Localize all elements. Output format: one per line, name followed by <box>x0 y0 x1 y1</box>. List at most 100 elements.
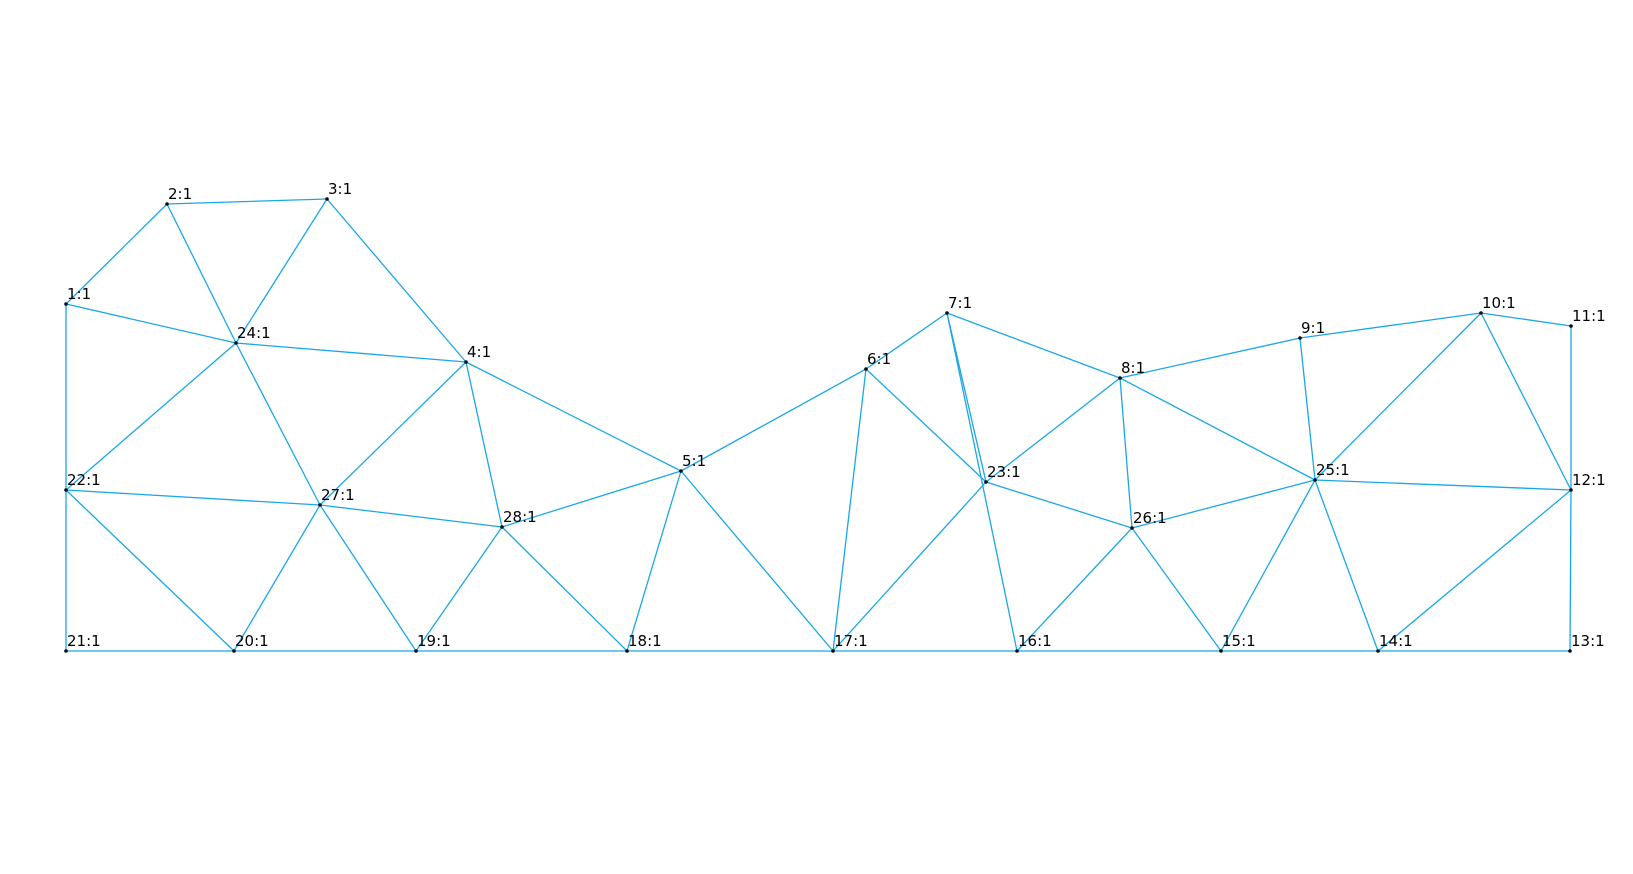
edge-27-20 <box>233 504 321 652</box>
edge-9-25 <box>1299 337 1316 481</box>
node-17 <box>831 649 835 653</box>
edge-8-25 <box>1119 377 1316 481</box>
edge-28-18 <box>501 526 628 652</box>
edge-8-26 <box>1119 377 1133 529</box>
node-label-7: 7:1 <box>948 294 972 312</box>
node-11 <box>1569 324 1573 328</box>
edge-3-24 <box>235 198 328 344</box>
node-18 <box>625 649 629 653</box>
node-16 <box>1015 649 1019 653</box>
edge-27-19 <box>319 504 417 652</box>
edge-6-7 <box>865 312 948 370</box>
node-label-28: 28:1 <box>503 508 537 526</box>
node-14 <box>1376 649 1380 653</box>
edge-12-14 <box>1377 489 1572 652</box>
edge-6-17 <box>832 368 867 652</box>
edge-3-4 <box>326 198 467 363</box>
edge-4-27 <box>319 361 467 506</box>
edge-28-19 <box>415 526 503 652</box>
edge-6-23 <box>865 368 987 483</box>
node-label-5: 5:1 <box>682 452 706 470</box>
node-label-16: 16:1 <box>1018 632 1052 650</box>
node-label-8: 8:1 <box>1121 359 1145 377</box>
node-4 <box>464 360 468 364</box>
node-label-15: 15:1 <box>1222 632 1256 650</box>
edge-10-25 <box>1314 312 1482 481</box>
edge-8-9 <box>1119 337 1301 379</box>
node-label-11: 11:1 <box>1572 307 1606 325</box>
edge-10-12 <box>1480 312 1572 491</box>
edge-8-23 <box>985 377 1121 483</box>
node-label-2: 2:1 <box>168 185 192 203</box>
node-27 <box>318 503 322 507</box>
edge-27-28 <box>319 504 503 528</box>
edge-7-16 <box>946 312 1018 652</box>
node-label-12: 12:1 <box>1572 471 1606 489</box>
node-label-21: 21:1 <box>67 632 101 650</box>
node-10 <box>1479 311 1483 315</box>
node-label-1: 1:1 <box>67 285 91 303</box>
edge-1-2 <box>65 203 168 305</box>
edge-5-6 <box>680 368 867 472</box>
node-6 <box>864 367 868 371</box>
node-label-17: 17:1 <box>834 632 868 650</box>
node-26 <box>1130 526 1134 530</box>
node-label-23: 23:1 <box>987 463 1021 481</box>
node-25 <box>1313 478 1317 482</box>
mesh-edges <box>65 198 1572 652</box>
edge-24-27 <box>235 342 321 506</box>
node-label-25: 25:1 <box>1316 461 1350 479</box>
node-1 <box>64 302 68 306</box>
node-label-13: 13:1 <box>1571 632 1605 650</box>
node-label-9: 9:1 <box>1301 319 1325 337</box>
edge-28-5 <box>501 470 682 528</box>
edge-7-23 <box>946 312 987 483</box>
node-8 <box>1118 376 1122 380</box>
node-label-18: 18:1 <box>628 632 662 650</box>
node-13 <box>1568 649 1572 653</box>
edge-24-4 <box>235 342 467 363</box>
edge-2-24 <box>166 203 237 344</box>
node-23 <box>984 480 988 484</box>
edge-10-11 <box>1480 312 1572 327</box>
edge-25-15 <box>1220 479 1316 652</box>
edge-26-15 <box>1131 527 1222 652</box>
edge-24-22 <box>65 342 237 491</box>
node-2 <box>165 202 169 206</box>
edge-5-18 <box>626 470 682 652</box>
node-label-22: 22:1 <box>67 471 101 489</box>
node-3 <box>325 197 329 201</box>
node-label-26: 26:1 <box>1133 509 1167 527</box>
node-15 <box>1219 649 1223 653</box>
node-21 <box>64 649 68 653</box>
edge-2-3 <box>166 198 328 205</box>
node-label-20: 20:1 <box>235 632 269 650</box>
edge-1-24 <box>65 303 237 344</box>
edge-25-12 <box>1314 479 1572 491</box>
node-19 <box>414 649 418 653</box>
edge-23-26 <box>985 481 1133 529</box>
node-20 <box>232 649 236 653</box>
edge-25-14 <box>1314 479 1379 652</box>
edge-26-16 <box>1016 527 1133 652</box>
node-label-14: 14:1 <box>1379 632 1413 650</box>
node-label-3: 3:1 <box>328 180 352 198</box>
node-24 <box>234 341 238 345</box>
edge-4-28 <box>465 361 503 528</box>
edge-22-20 <box>65 489 235 652</box>
node-label-10: 10:1 <box>1482 294 1516 312</box>
node-22 <box>64 488 68 492</box>
edge-26-25 <box>1131 479 1316 529</box>
node-12 <box>1569 488 1573 492</box>
edge-12-13 <box>1569 489 1572 652</box>
node-7 <box>945 311 949 315</box>
node-label-27: 27:1 <box>321 486 355 504</box>
edge-5-17 <box>680 470 834 652</box>
mesh-nodes <box>64 197 1573 653</box>
node-9 <box>1298 336 1302 340</box>
node-label-24: 24:1 <box>237 324 271 342</box>
edge-7-8 <box>946 312 1121 379</box>
node-label-4: 4:1 <box>467 343 491 361</box>
